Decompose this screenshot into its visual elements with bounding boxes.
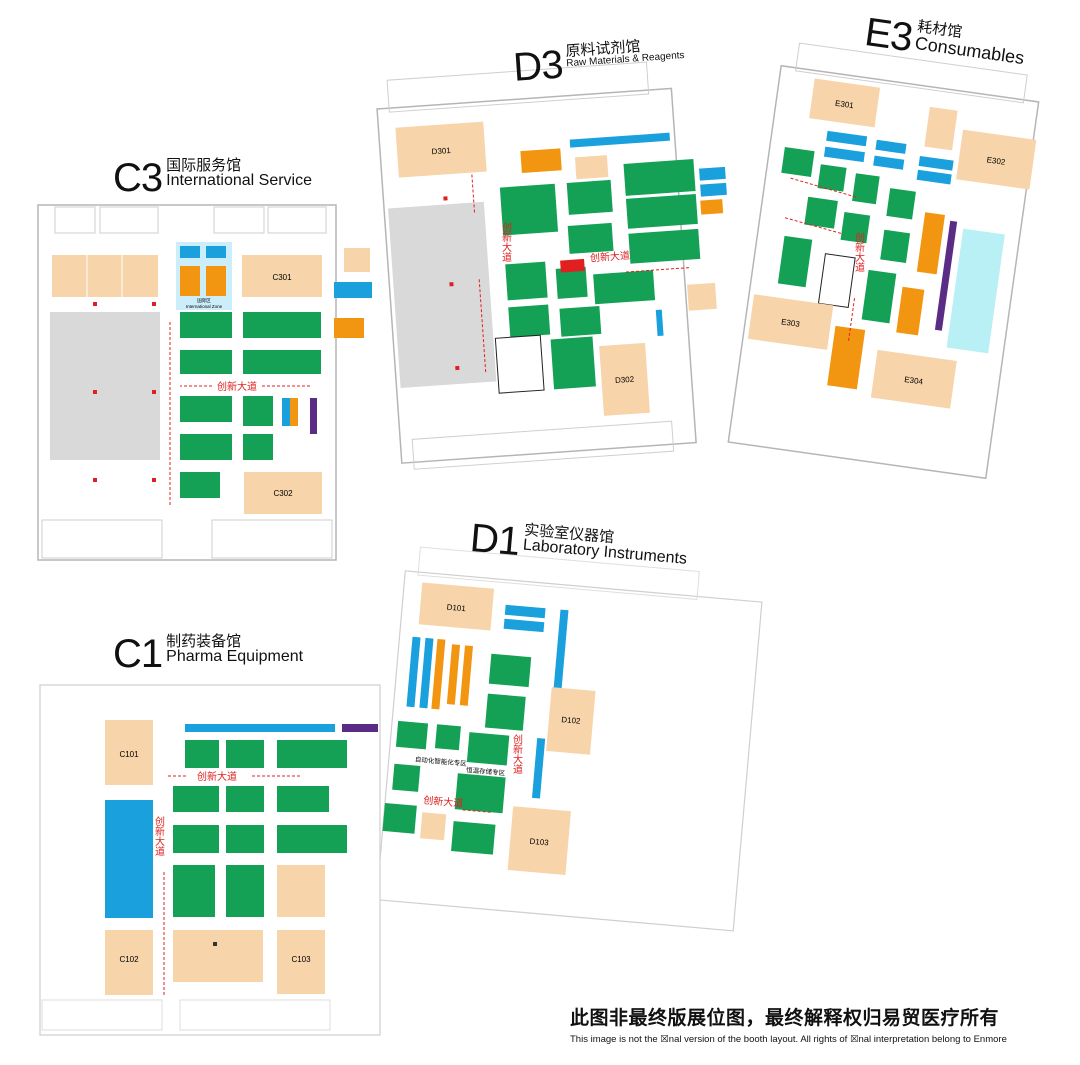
e3-lightblue-zone	[946, 228, 1005, 354]
c1-blue-zone	[105, 800, 153, 918]
hall-name-en: Pharma Equipment	[166, 648, 304, 665]
hall-name-cn: 制药装备馆	[166, 633, 242, 650]
zone-c102[interactable]	[105, 930, 153, 995]
zone-e304[interactable]	[870, 349, 957, 409]
international-zone-en-label: International Zone	[186, 304, 223, 309]
hall-name-en: International Service	[166, 172, 312, 189]
hall-title-c3: C3 国际服务馆 International Service	[113, 158, 312, 198]
hall-code: C1	[113, 632, 163, 676]
c3-gray-zone	[50, 312, 160, 460]
zone-d302-label: D302	[615, 375, 635, 385]
zone-d102-label: D102	[561, 715, 581, 726]
disclaimer-en: This image is not the ☒nal version of th…	[570, 1034, 1007, 1045]
zone-e302-label: E302	[986, 155, 1006, 167]
d3-gray-zone	[388, 201, 497, 389]
hall-c3: C301 C302 国际区 International Zone 创新大道	[37, 204, 372, 561]
zone-c103-label: C103	[291, 955, 311, 964]
zone-d101-label: D101	[446, 603, 466, 614]
zone-d302[interactable]	[599, 342, 650, 416]
c1-aisle-label-v: 创新大道	[153, 815, 165, 856]
zone-e304-label: E304	[904, 375, 924, 387]
zone-d102[interactable]	[546, 687, 596, 755]
disclaimer: 此图非最终版展位图，最终解释权归易贸医疗所有 This image is not…	[570, 1003, 1007, 1045]
zone-c301-label: C301	[272, 273, 292, 282]
zone-c101-label: C101	[119, 750, 139, 759]
d3-aisle-label-h: 创新大道	[590, 249, 631, 265]
hall-title-c1: C1 制药装备馆 Pharma Equipment	[113, 634, 303, 674]
zone-c302[interactable]	[244, 472, 322, 514]
hall-code: E3	[862, 10, 915, 61]
zone-d101[interactable]	[418, 582, 495, 631]
zone-e302[interactable]	[956, 129, 1037, 190]
zone-e303[interactable]	[747, 294, 834, 350]
hall-d3: D301 D302 创新大道	[376, 61, 727, 470]
e3-aisle-label-v: 创新大道	[853, 231, 865, 272]
c1-aisle-label-h: 创新大道	[197, 770, 237, 783]
zone-d103-label: D103	[529, 837, 549, 848]
d3-aisle-label-v: 创新大道	[500, 221, 512, 262]
zone-d103[interactable]	[507, 806, 571, 876]
hall-code: D1	[468, 516, 522, 565]
hall-code: D3	[511, 42, 564, 90]
d1-aisle-label-v: 创新大道	[511, 733, 523, 774]
zone-d301-label: D301	[431, 146, 451, 156]
hall-name-cn: 国际服务馆	[166, 157, 242, 174]
zone-c101[interactable]	[105, 720, 153, 785]
hall-code: C3	[113, 156, 163, 200]
zone-c302-label: C302	[273, 489, 293, 498]
hall-d1: D101 D102 D103 自动化智能化专区 恒温存储专区 创新大道	[375, 546, 763, 932]
zone-c103[interactable]	[277, 930, 325, 994]
c3-zone-top-left	[52, 255, 158, 297]
hall-e3: E301 E302 E303 E304	[727, 42, 1040, 480]
hall-c1: C101 C102 C103 创新大道	[39, 684, 381, 1036]
zone-d301[interactable]	[395, 121, 487, 178]
d1-aisle-label-h: 创新大道	[423, 793, 464, 809]
international-zone-cn-label: 国际区	[197, 297, 211, 304]
c3-aisle-label: 创新大道	[217, 380, 257, 393]
zone-e301-label: E301	[835, 99, 855, 111]
zone-e303-label: E303	[781, 317, 801, 329]
zone-c102-label: C102	[119, 955, 139, 964]
zone-e301[interactable]	[809, 78, 881, 128]
zone-c301[interactable]	[242, 255, 322, 297]
disclaimer-cn: 此图非最终版展位图，最终解释权归易贸医疗所有	[570, 1008, 1000, 1029]
